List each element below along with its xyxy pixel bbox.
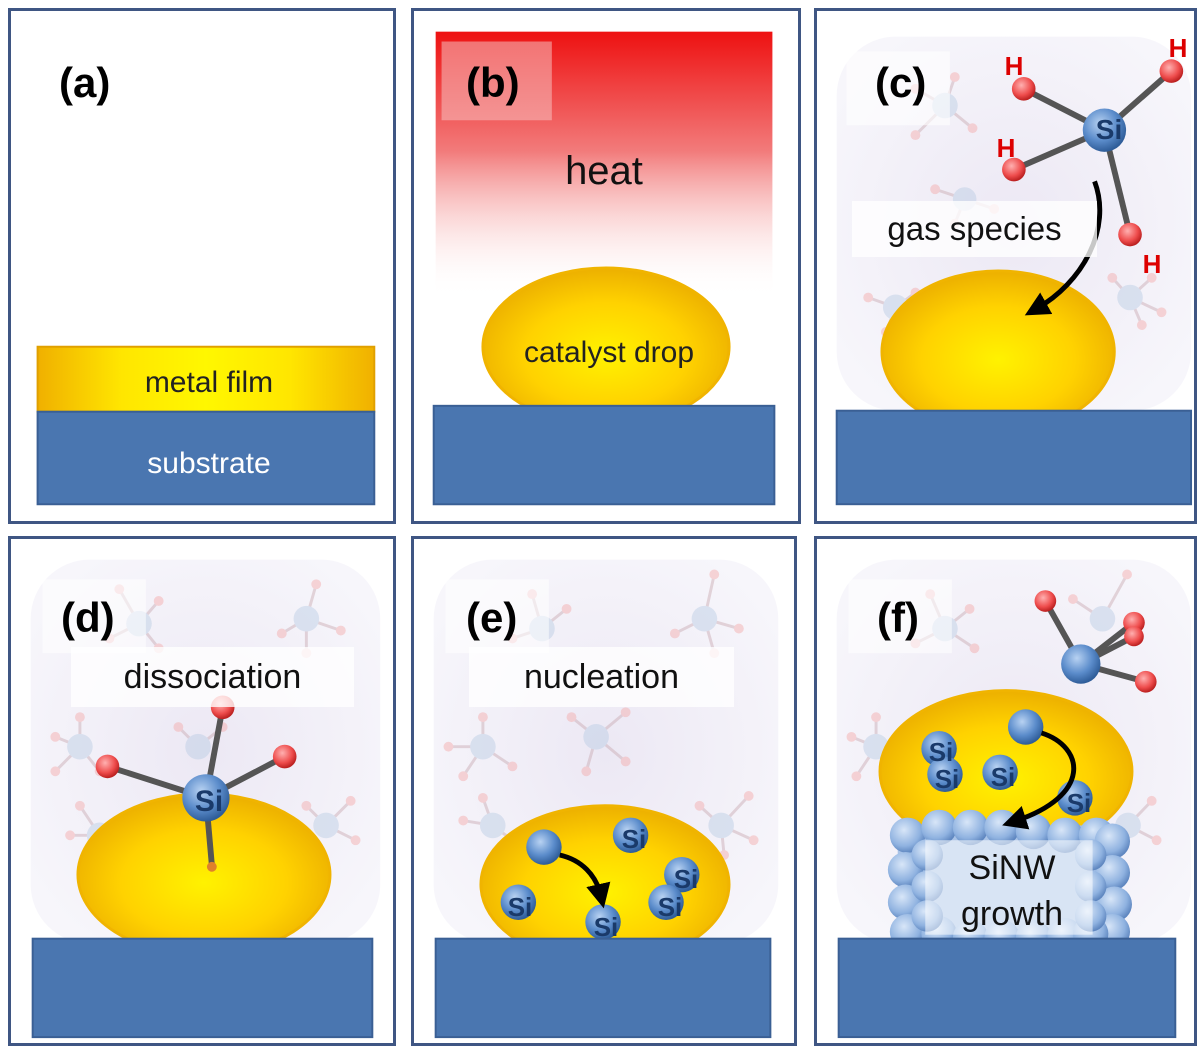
si-text: Si [507,892,533,922]
h-atom [1118,222,1142,247]
h-text: H [1142,249,1162,279]
si-atom [182,774,230,822]
panel-label: (f) [877,594,919,641]
nanowire-label-line2: growth [960,895,1064,933]
si-atom [1061,644,1101,684]
h-atom [1124,626,1144,647]
nanowire-label-backdrop [925,840,1093,935]
panel-a: (a) metal film substrate [8,8,396,524]
dissociation-label: dissociation [71,647,354,707]
substrate [837,937,1177,1039]
gas-species-label: gas species [852,201,1097,257]
si-text: Si [928,737,954,767]
si-atom [1007,709,1044,745]
si-text: Si [194,785,224,818]
substrate [31,937,374,1039]
si-text: Si [934,764,960,794]
h-atom [1123,611,1145,634]
panel-label: (b) [466,59,520,106]
h-text: H [1168,33,1188,63]
si-text: Si [990,762,1016,792]
label-backdrop [445,579,549,654]
substrate-label: substrate [147,447,271,480]
panel-label: (c) [875,59,927,106]
label-backdrop [42,579,146,654]
panel-label: (e) [466,594,518,641]
h-text: H [996,133,1016,163]
panel-label: (a) [59,59,111,106]
si-atom [927,756,963,792]
catalyst-drop-label: catalyst drop [523,336,695,369]
si-atom [526,829,562,865]
label-backdrop [848,579,952,654]
nucleation-arrow [559,852,611,909]
panel-a-drawing [36,345,376,506]
label-backdrop [846,51,950,126]
h-atom [1134,670,1157,693]
substrate [835,409,1193,506]
panel-e: (e) nucleation Si Si Si Si Si [411,536,797,1046]
h-atom [95,754,120,779]
metal-film [36,345,376,413]
panel-b: (b) heat catalyst drop [411,8,801,524]
si-atom [664,856,700,893]
si-text: Si [621,824,647,854]
heat-label: heat [565,149,643,193]
panel-f: (f) Si Si Si Si SiNW growth [814,536,1197,1046]
si-atom [1082,108,1127,152]
panel-c-drawing [835,36,1193,506]
si-text: Si [657,892,683,922]
growth-arrow [1002,730,1077,830]
si-text: Si [673,864,699,894]
h-atom [272,744,297,769]
si-atom [612,817,649,854]
si-atom [585,904,621,940]
panel-f-drawing [836,559,1192,1039]
h-text: H [1004,51,1024,81]
metal-film-label: metal film [144,366,274,399]
h-atom [1011,77,1036,101]
catalyst-drop [880,269,1116,434]
si-text: Si [1095,114,1123,145]
panel-b-drawing [432,31,776,506]
substrate [434,937,772,1039]
panel-d: (d) dissociation Si [8,536,396,1046]
substrate [432,404,776,506]
nanowire-label-line1: SiNW [968,849,1056,887]
si-text: Si [1066,788,1092,818]
si-atom [500,884,537,920]
nucleation-label: nucleation [469,647,734,707]
panel-label: (d) [61,594,115,641]
si-atom [648,884,684,920]
si-text: Si [593,912,619,942]
label-backdrop [441,41,552,121]
substrate [36,410,376,506]
h-atom [1159,59,1184,83]
si-atom [982,754,1018,791]
panel-c: (c) gas species Si H H H H [814,8,1197,524]
h-atom-dissolved [206,861,217,872]
h-atom [1034,590,1057,612]
h-atom [1002,157,1026,182]
